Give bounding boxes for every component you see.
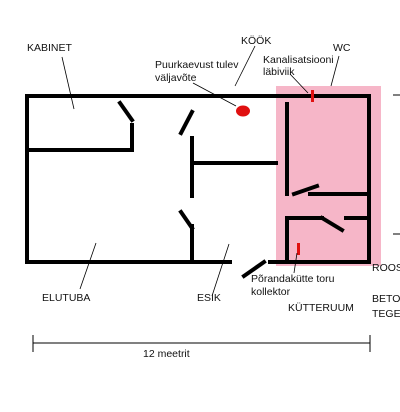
elutuba-leader xyxy=(79,242,97,290)
label-kutteruum: KÜTTERUUM xyxy=(288,302,354,314)
pink-concrete-zone xyxy=(276,86,381,266)
label-pink-note-line3: TEGEM xyxy=(372,308,400,320)
label-pink-note-line2: BETOO xyxy=(372,293,400,305)
label-well-pipe-line2: väljavõte xyxy=(155,72,197,84)
esik-leader xyxy=(211,243,230,297)
floor-heat-collector-marker xyxy=(297,243,300,255)
label-esik: ESIK xyxy=(197,292,221,304)
label-elutuba: ELUTUBA xyxy=(42,292,90,304)
label-kook: KÖÖK xyxy=(241,35,271,47)
label-pink-note-line1: ROOS xyxy=(372,262,400,274)
label-wc: WC xyxy=(333,42,351,54)
kabinet-door xyxy=(117,100,135,123)
entrance-door xyxy=(241,259,267,279)
label-sewer-line1: Kanalisatsiooni xyxy=(263,54,334,66)
dimension-label: 12 meetrit xyxy=(143,348,190,360)
wc-door xyxy=(291,183,320,197)
well-pipe-marker xyxy=(236,105,250,117)
label-sewer-line2: läbiviik xyxy=(263,66,295,78)
label-floor-heat-line2: kollektor xyxy=(251,286,291,298)
sewer-leader xyxy=(289,73,309,94)
label-well-pipe-line1: Puurkaevust tulev xyxy=(155,59,239,71)
kabinet-leader xyxy=(61,56,75,110)
sewer-passage-marker xyxy=(311,90,314,102)
well-pipe-leader xyxy=(192,82,237,107)
kook-leader xyxy=(234,45,256,87)
label-floor-heat-line1: Põrandakütte toru xyxy=(251,273,335,285)
hall-door-lower xyxy=(178,209,195,231)
label-kabinet: KABINET xyxy=(27,42,73,54)
floor-heat-leader xyxy=(293,252,298,274)
utility-door xyxy=(319,215,345,233)
wc-leader xyxy=(330,55,340,87)
hall-door-upper xyxy=(178,109,195,136)
